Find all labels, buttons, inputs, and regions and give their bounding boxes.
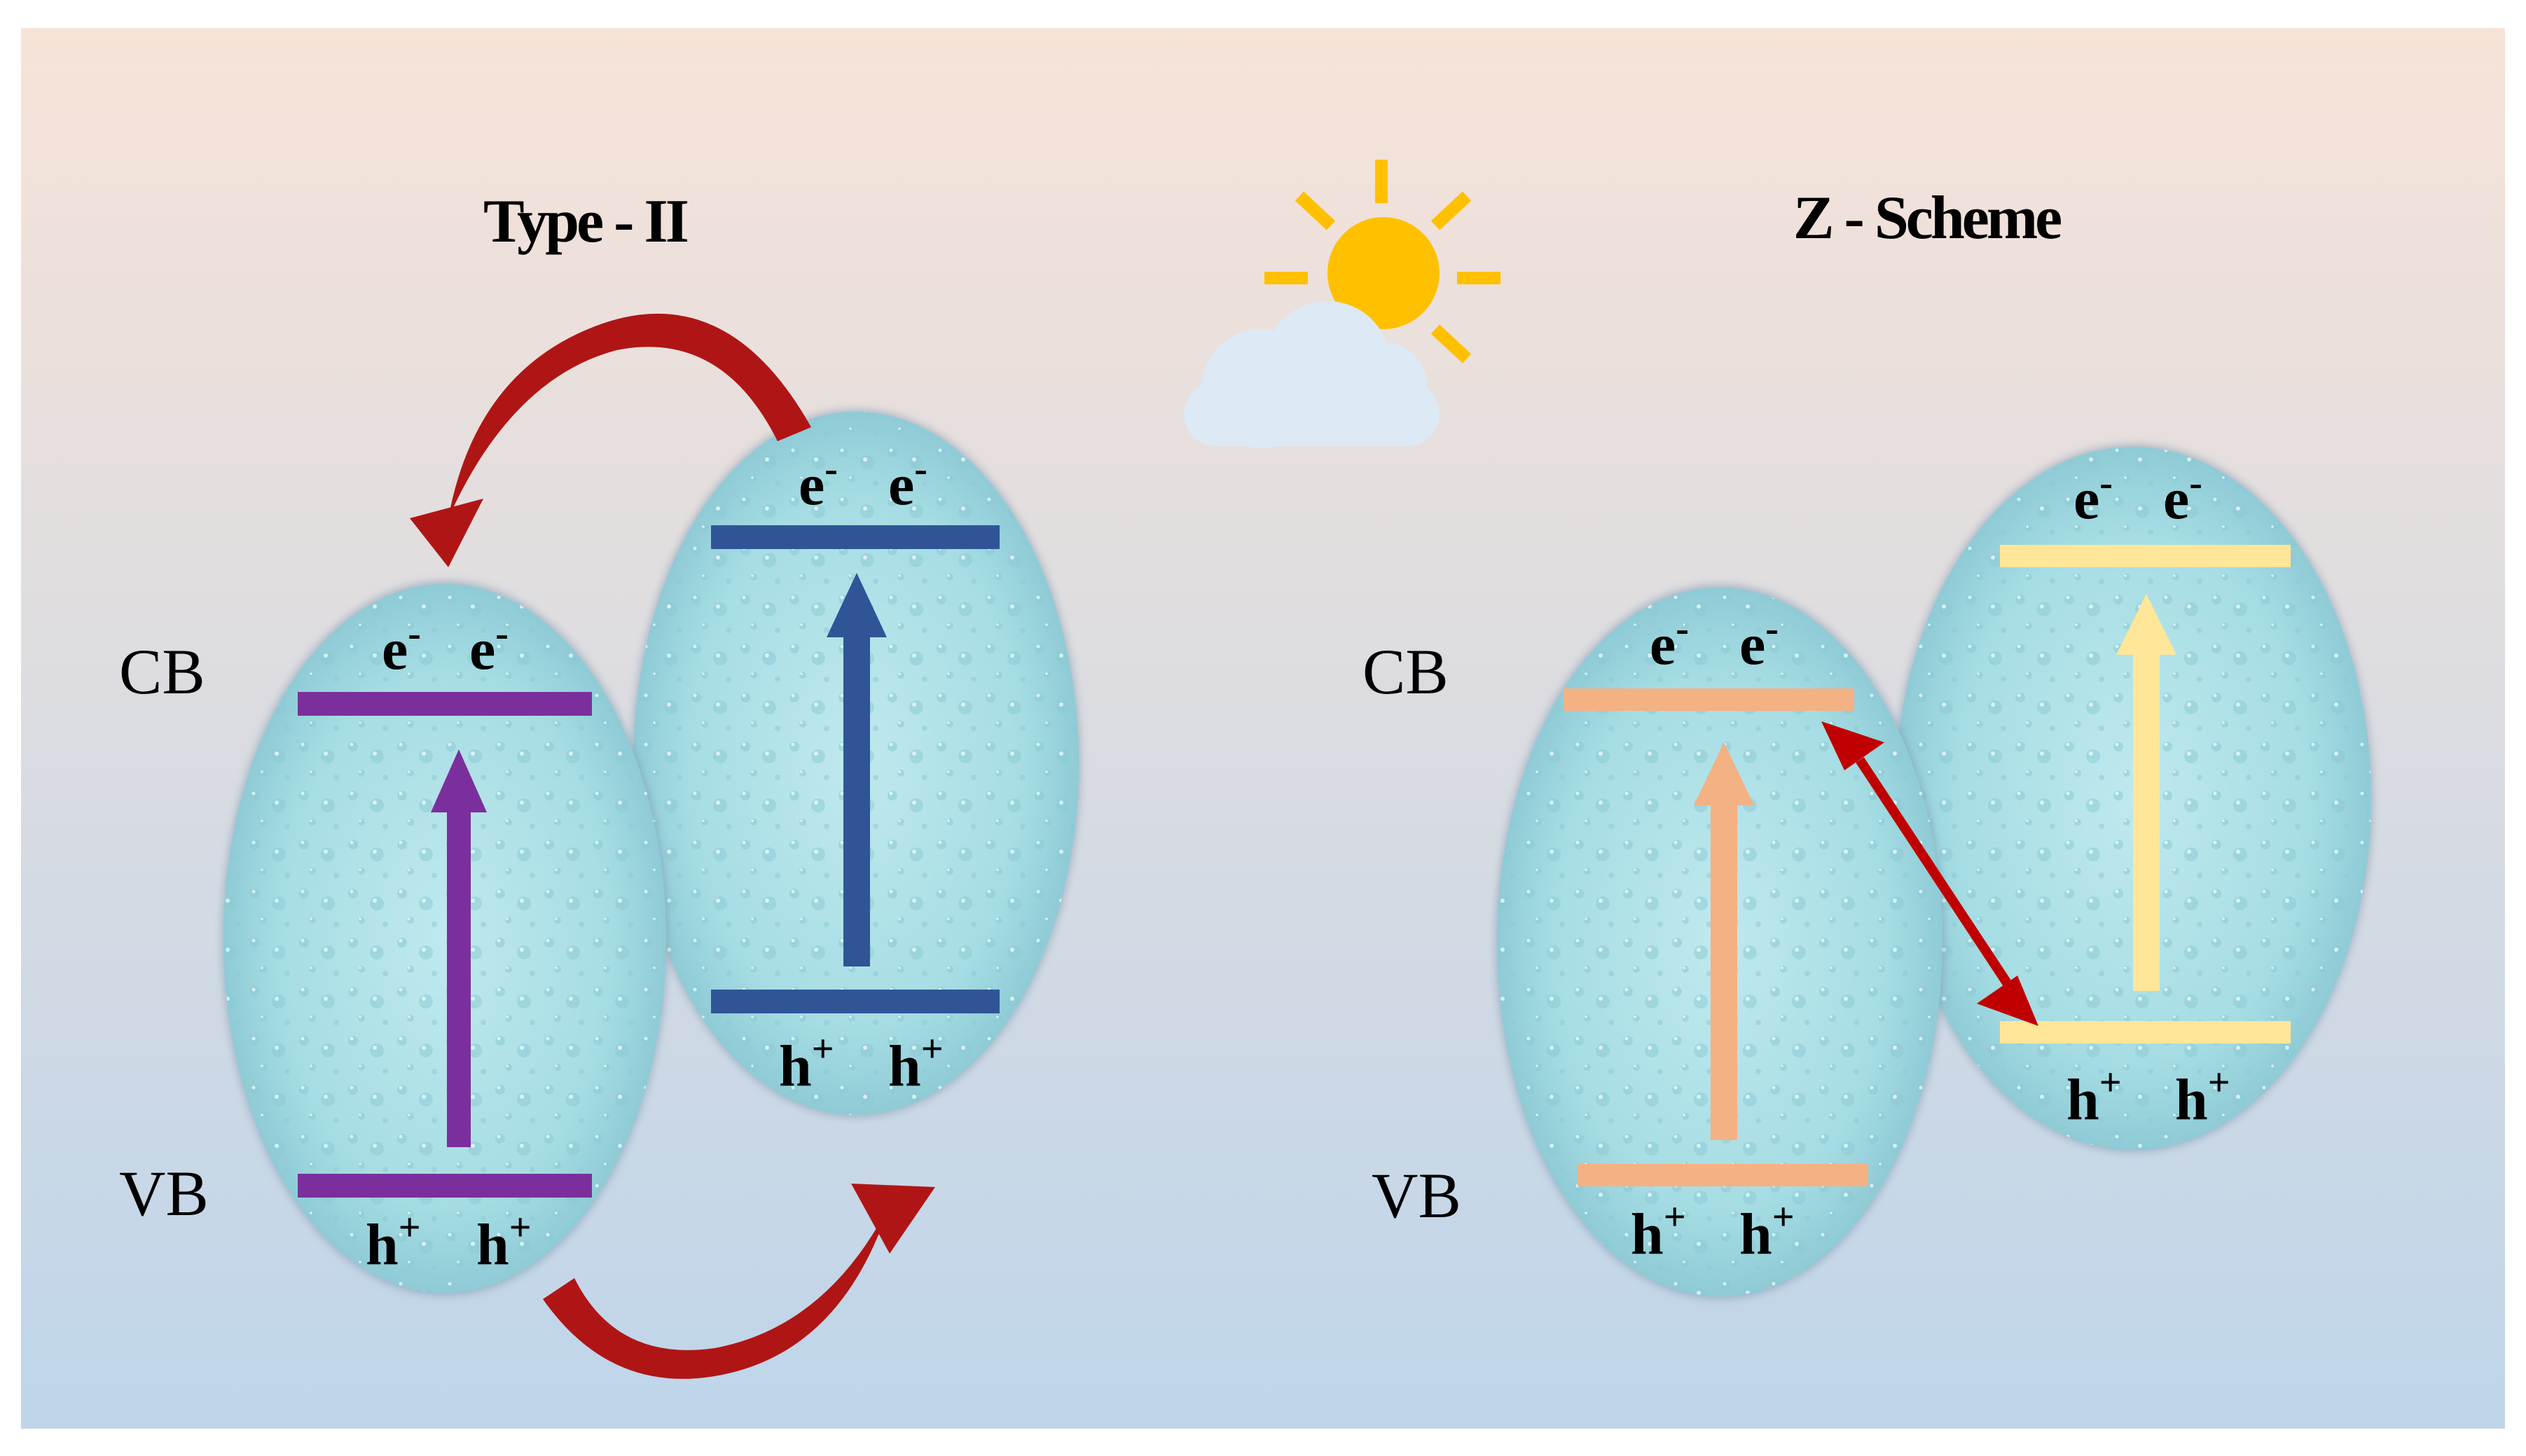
type2-left-semiconductor xyxy=(222,581,668,1296)
zscheme-right-hole-1: h+ xyxy=(2066,1061,2122,1132)
zscheme-right-electron-1: e- xyxy=(2073,462,2113,532)
zscheme-right-electron-2: e- xyxy=(2163,462,2202,532)
type2-left-electron-2: e- xyxy=(469,612,509,682)
type2-right-excitation-arrow xyxy=(827,573,887,966)
zscheme-left-excitation-arrow xyxy=(1694,742,1754,1140)
type2-left-valence-band xyxy=(298,1174,592,1198)
type2-left-hole-1: h+ xyxy=(366,1206,421,1277)
zscheme-left-conduction-band xyxy=(1564,688,1854,711)
type2-left-excitation-arrow xyxy=(431,749,487,1147)
type2-electron-transfer-arrow xyxy=(410,313,811,567)
zscheme-recombination-arrow xyxy=(1821,721,2038,1026)
type2-right-conduction-band xyxy=(711,525,1000,549)
type2-right-valence-band xyxy=(711,990,1000,1013)
cloud-icon xyxy=(1184,301,1440,448)
zscheme-cb-label: CB xyxy=(1362,636,1449,707)
zscheme-right-conduction-band xyxy=(2000,545,2291,567)
type2-hole-transfer-arrow xyxy=(543,1184,935,1379)
zscheme-right-excitation-arrow xyxy=(2116,594,2176,991)
title-z-scheme: Z - Scheme xyxy=(1793,184,2061,252)
type2-right-semiconductor xyxy=(632,410,1080,1117)
zscheme-left-valence-band xyxy=(1578,1164,1868,1186)
type2-right-electron-1: e- xyxy=(799,448,838,518)
type2-left-hole-2: h+ xyxy=(476,1206,532,1277)
title-type-ii: Type - II xyxy=(483,188,688,256)
zscheme-left-hole-2: h+ xyxy=(1739,1195,1795,1267)
zscheme-left-hole-1: h+ xyxy=(1631,1195,1686,1267)
type2-right-hole-2: h+ xyxy=(888,1027,944,1099)
type2-right-hole-1: h+ xyxy=(779,1027,834,1099)
type2-vb-label: VB xyxy=(119,1158,209,1229)
sun-icon xyxy=(1264,160,1500,363)
type2-right-electron-2: e- xyxy=(888,448,927,518)
type2-left-electron-1: e- xyxy=(382,612,421,682)
type2-left-conduction-band xyxy=(298,692,592,716)
type2-cb-label: CB xyxy=(119,636,205,707)
zscheme-right-hole-2: h+ xyxy=(2175,1061,2230,1132)
zscheme-right-valence-band xyxy=(2000,1021,2291,1044)
zscheme-left-electron-1: e- xyxy=(1650,607,1689,677)
zscheme-left-electron-2: e- xyxy=(1739,607,1779,677)
zscheme-vb-label: VB xyxy=(1372,1160,1461,1231)
